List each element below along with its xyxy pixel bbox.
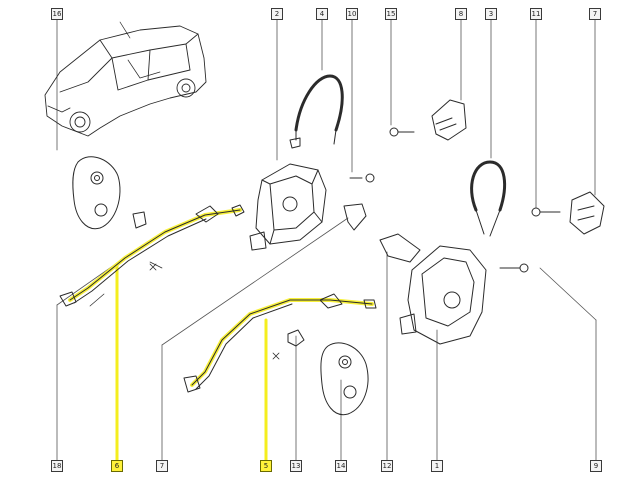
lock-assembly-2	[249, 163, 367, 251]
callout-1: 1	[431, 460, 443, 472]
callout-7-bottom: 7	[156, 460, 168, 472]
vehicle-sketch	[44, 21, 207, 137]
callout-5: 5	[260, 460, 272, 472]
part-bracket-14	[320, 342, 369, 416]
callout-2: 2	[271, 8, 283, 20]
callout-14: 14	[335, 460, 347, 472]
callout-8: 8	[455, 8, 467, 20]
callout-16: 16	[51, 8, 63, 20]
cable-5	[183, 293, 377, 393]
part-bracket-7	[569, 191, 605, 235]
callout-15: 15	[385, 8, 397, 20]
part-cable-4	[289, 74, 344, 149]
part-bracket-8	[431, 99, 467, 141]
callout-3: 3	[485, 8, 497, 20]
callout-13: 13	[290, 460, 302, 472]
callout-4: 4	[316, 8, 328, 20]
part-screw-11	[531, 207, 561, 217]
callout-18: 18	[51, 460, 63, 472]
part-screw-10	[349, 173, 375, 183]
part-bracket-18	[72, 156, 147, 230]
route-markers	[149, 263, 280, 360]
callout-10: 10	[346, 8, 358, 20]
part-cable-3	[470, 160, 507, 237]
callout-11: 11	[530, 8, 542, 20]
cable-6	[59, 204, 245, 307]
callout-6: 6	[111, 460, 123, 472]
part-screw-15	[389, 127, 415, 137]
callout-12: 12	[381, 460, 393, 472]
lock-assembly-1	[379, 233, 529, 345]
leader-lines	[56, 17, 597, 463]
part-grommet-13	[287, 329, 305, 347]
callout-7-top: 7	[589, 8, 601, 20]
highlight-leaders	[115, 263, 268, 464]
callout-9: 9	[590, 460, 602, 472]
